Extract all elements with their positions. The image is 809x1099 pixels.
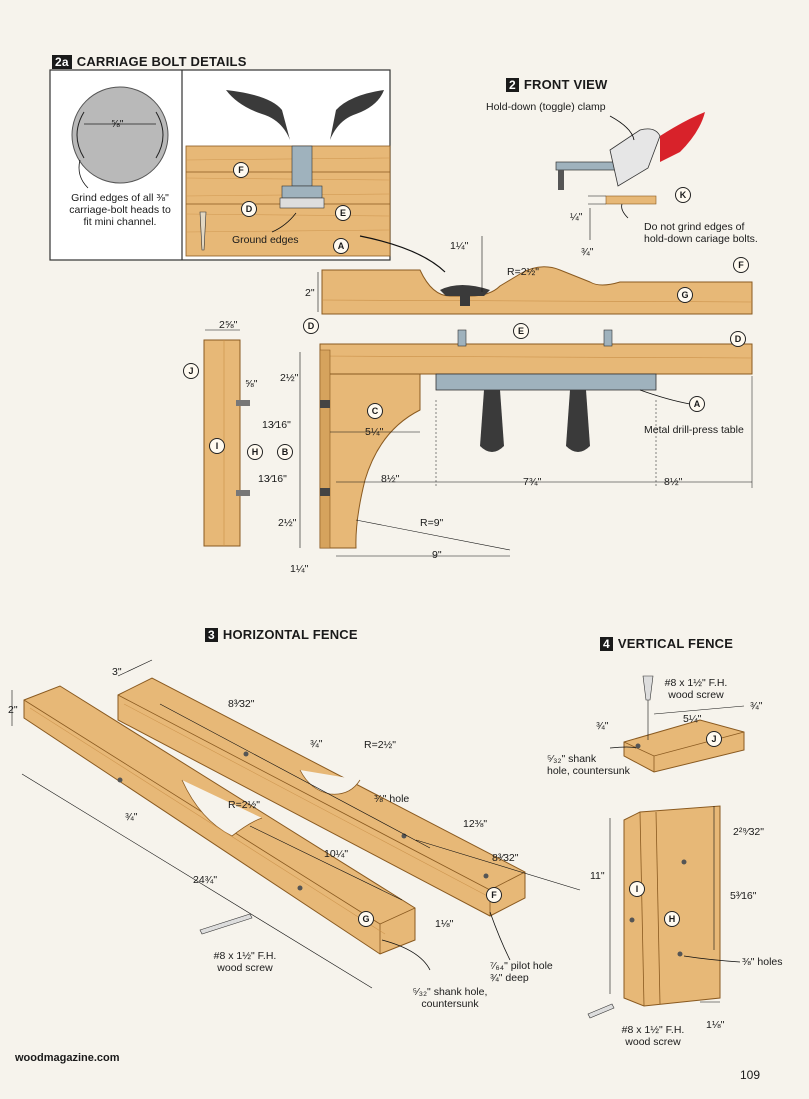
dim-radius-right: R=2½": [364, 739, 397, 751]
part-tag-f: F: [233, 162, 249, 178]
dim-three-quarter-top: ¾": [310, 738, 323, 750]
part-tag-g: G: [677, 287, 693, 303]
part-tag-g: G: [358, 911, 374, 927]
no-grind-note: Do not grind edges of hold-down cariage …: [644, 221, 758, 245]
pilot-hole-label: ⁷⁄₆₄" pilot hole ¾" deep: [490, 960, 553, 984]
figure-4-title: 4 VERTICAL FENCE: [600, 636, 733, 651]
dim-eight-half-right: 8½": [664, 476, 683, 488]
dim-five-quarter: 5¼": [683, 713, 702, 725]
dim-8-3-32-top: 8³⁄32": [228, 698, 255, 710]
dim-8-3-32-bottom: 8³⁄32": [492, 852, 519, 864]
figure-2-title: 2 FRONT VIEW: [506, 77, 607, 92]
figure-title-text: HORIZONTAL FENCE: [222, 627, 358, 642]
part-tag-b: B: [277, 444, 293, 460]
part-tag-k: K: [675, 187, 691, 203]
dim-eleven: 11": [590, 870, 605, 882]
dim-three-quarter: ¾": [581, 246, 594, 258]
dim-two-five-eighths: 2⅝": [219, 319, 238, 331]
part-tag-j: J: [183, 363, 199, 379]
three-eighths-holes: ⅜" holes: [742, 956, 783, 968]
dim-three-quarter-right: ¾": [750, 700, 763, 712]
figure-title-text: CARRIAGE BOLT DETAILS: [76, 54, 247, 69]
shank-hole-label: ⁵⁄₃₂" shank hole, countersunk: [412, 986, 488, 1010]
part-tag-h: H: [664, 911, 680, 927]
screw-label: #8 x 1½" F.H. wood screw: [213, 950, 277, 974]
part-tag-a: A: [689, 396, 705, 412]
figure-number: 4: [600, 636, 613, 651]
part-tag-e: E: [513, 323, 529, 339]
dim-24-3-4: 24¾": [193, 874, 218, 886]
dim-nine: 9": [432, 549, 442, 561]
dim-five-eighths: ⅝": [245, 378, 258, 390]
dim-two-half-bottom: 2½": [278, 517, 297, 529]
metal-table-label: Metal drill-press table: [644, 424, 744, 436]
dim-two: 2": [305, 287, 315, 299]
dim-2-29-32: 2²⁹⁄32": [733, 826, 764, 838]
part-tag-d: D: [241, 201, 257, 217]
figure-2a-title: 2a CARRIAGE BOLT DETAILS: [52, 54, 247, 69]
dim-one-quarter-bottom: 1¼": [290, 563, 309, 575]
dim-one-quarter: 1¼": [450, 240, 469, 252]
part-tag-i: I: [629, 881, 645, 897]
figure-title-text: VERTICAL FENCE: [617, 636, 734, 651]
footer-url[interactable]: woodmagazine.com: [15, 1052, 120, 1064]
dim-radius-small: R=2½": [507, 266, 540, 278]
dim-two: 2": [8, 704, 18, 716]
screw-bottom-label: #8 x 1½" F.H. wood screw: [621, 1024, 685, 1048]
dim-10-1-4: 10¼": [324, 848, 349, 860]
ground-edges-label: Ground edges: [232, 234, 299, 246]
toggle-clamp-label: Hold-down (toggle) clamp: [486, 101, 606, 113]
part-tag-f: F: [733, 257, 749, 273]
grind-note: Grind edges of all ⅜" carriage-bolt head…: [69, 192, 171, 228]
dim-eight-half-left: 8½": [381, 473, 400, 485]
dim-seven-three-quarter: 7¾": [523, 476, 542, 488]
page-number: 109: [740, 1068, 761, 1082]
dim-quarter: ¼": [570, 211, 583, 223]
dim-1-1-8: 1⅛": [706, 1019, 725, 1031]
figure-3-title: 3 HORIZONTAL FENCE: [205, 627, 358, 642]
part-tag-a: A: [333, 238, 349, 254]
part-tag-d: D: [303, 318, 319, 334]
part-tag-e: E: [335, 205, 351, 221]
dim-radius-left: R=2½": [228, 799, 261, 811]
bolt-diameter-dim: ⅝": [111, 118, 124, 130]
part-tag-i: I: [209, 438, 225, 454]
dim-three-quarter-left: ¾": [596, 720, 609, 732]
part-tag-c: C: [367, 403, 383, 419]
figure-number: 3: [205, 627, 218, 642]
screw-top-label: #8 x 1½" F.H. wood screw: [664, 677, 728, 701]
dim-1-1-8: 1⅛": [435, 918, 454, 930]
toggle-clamp: [555, 112, 705, 205]
dim-five-quarter: 5¼": [365, 426, 384, 438]
figure-title-text: FRONT VIEW: [523, 77, 608, 92]
dim-12-3-8: 12⅜": [463, 818, 488, 830]
part-tag-j: J: [706, 731, 722, 747]
three-eighths-hole: ⅜" hole: [374, 793, 410, 805]
dim-three: 3": [112, 666, 122, 678]
dim-three-quarter-left: ¾": [125, 811, 138, 823]
dim-thirteen-16-top: 13⁄16": [262, 419, 291, 431]
shank-hole-label: ⁵⁄₃₂" shank hole, countersunk: [547, 753, 630, 777]
figure-number: 2a: [52, 54, 72, 69]
part-tag-d-right: D: [730, 331, 746, 347]
dim-5-3-16: 5³⁄16": [730, 890, 757, 902]
part-tag-h: H: [247, 444, 263, 460]
part-tag-f: F: [486, 887, 502, 903]
figure-number: 2: [506, 77, 519, 92]
dim-radius-large: R=9": [420, 517, 444, 529]
dim-thirteen-16-bottom: 13⁄16": [258, 473, 287, 485]
dim-two-half-top: 2½": [280, 372, 299, 384]
